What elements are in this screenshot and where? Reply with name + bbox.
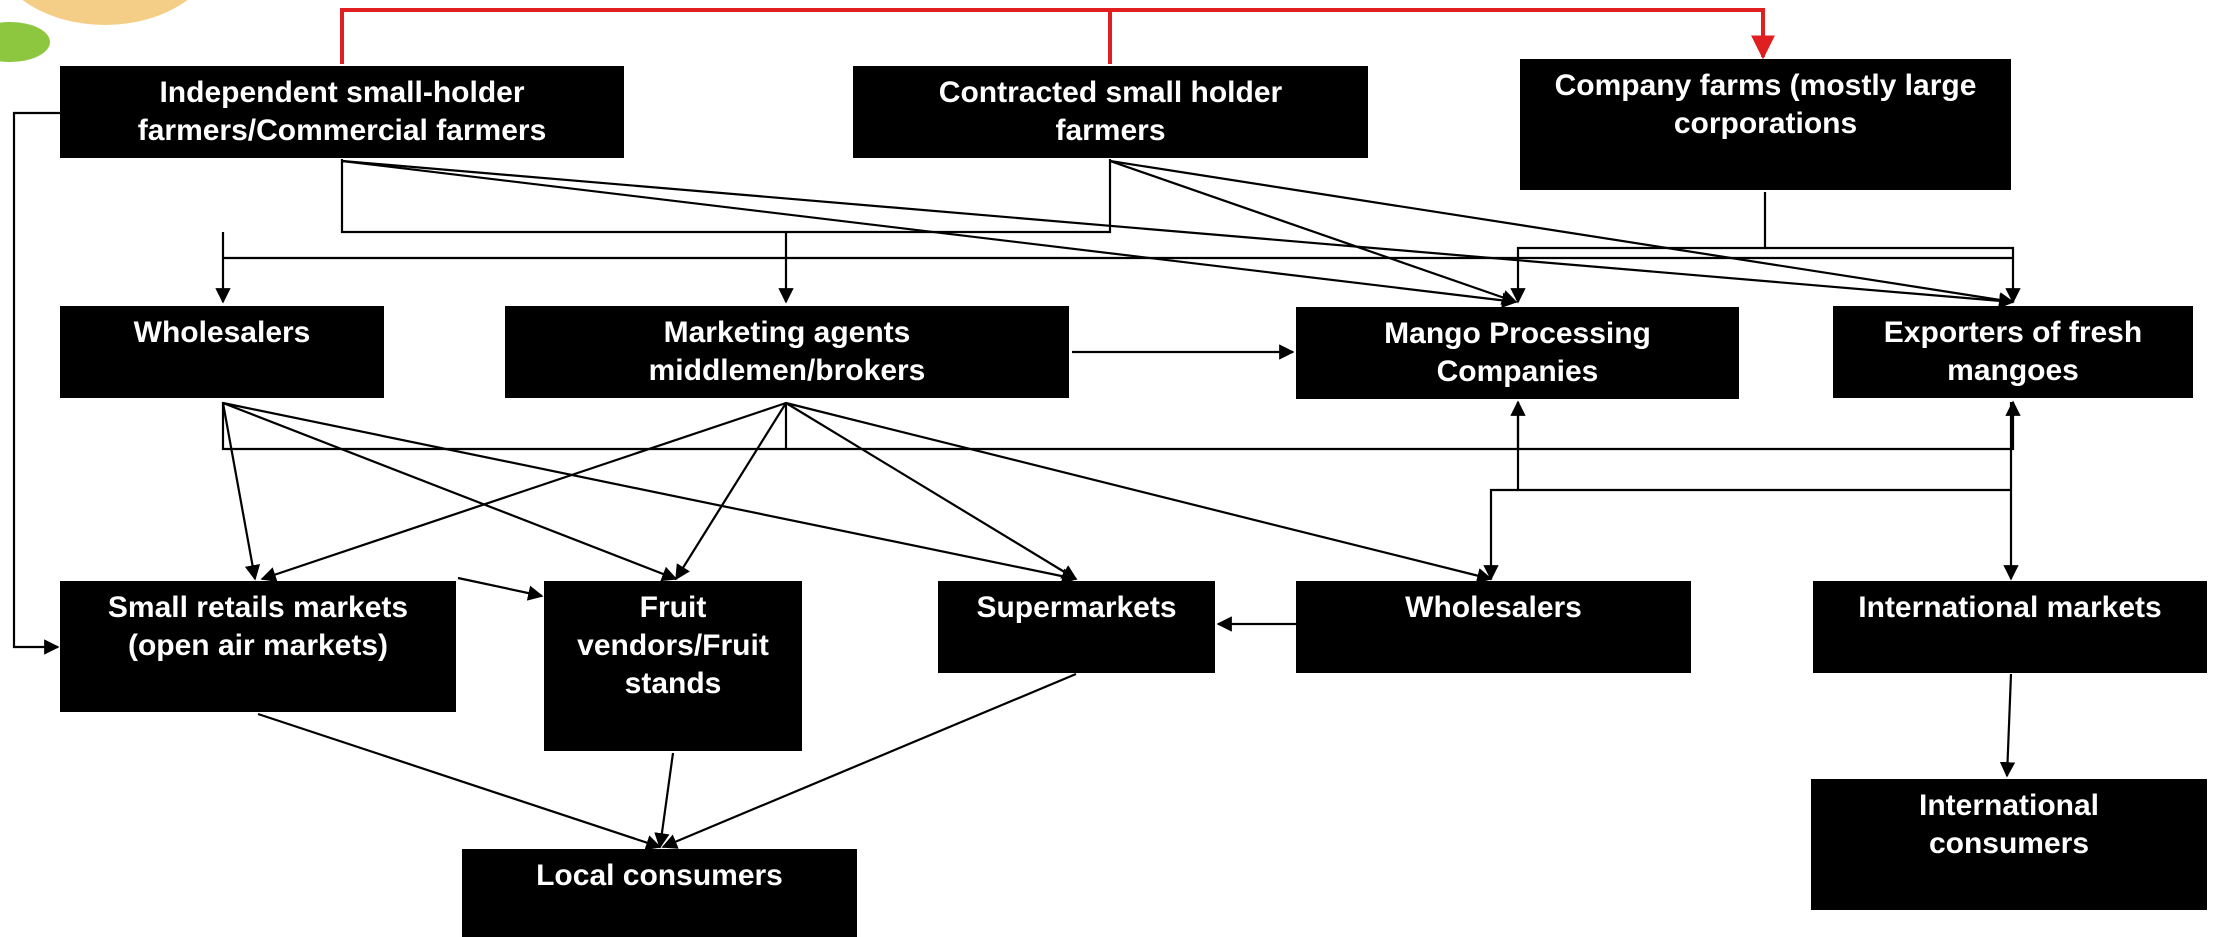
arrow-contracted-to-processing (1109, 159, 1518, 305)
arrow-company-to-exporters (1765, 246, 2021, 304)
node-small-retail-markets: Small retails markets (open air markets) (60, 581, 456, 712)
arrow-fruit-vendors-to-local-consumers (654, 752, 675, 849)
arrow-small-retail-to-local-consumers (257, 712, 662, 850)
arrow-agents-to-wholesalers (785, 401, 1493, 584)
arrow-wholesalers-to-supermarkets (222, 401, 1078, 584)
ownership-connector (340, 8, 1775, 64)
arrow-agents-to-fruit-vendors (675, 402, 787, 581)
arrow-wholesalers-to-fruit-vendors (222, 401, 678, 582)
node-local-consumers: Local consumers (462, 849, 857, 937)
arrow-contracted-to-exporters (1109, 159, 2015, 308)
bus-farmers-to-buyers (340, 159, 1112, 234)
node-wholesalers-top: Wholesalers (60, 306, 384, 398)
node-wholesalers-bottom: Wholesalers (1296, 581, 1691, 673)
arrow-agents-to-small-retail (260, 401, 787, 582)
node-international-consumers: International consumers (1811, 779, 2207, 910)
arrow-independent-to-processing (341, 159, 1518, 308)
node-exporters: Exporters of fresh mangoes (1833, 306, 2193, 398)
node-marketing-agents: Marketing agents middlemen/brokers (505, 306, 1069, 398)
arrow-supermarkets-to-local-consumers (661, 672, 1077, 849)
line-processing-to-downstream (1516, 402, 2011, 492)
node-fruit-vendors: Fruit vendors/Fruit stands (544, 581, 802, 751)
arrow-to-bottom-wholesalers (1483, 488, 1518, 581)
arrow-international-markets-to-consumers (1999, 673, 2016, 778)
node-company-farms: Company farms (mostly large corporations (1520, 59, 2011, 190)
node-international-markets: International markets (1813, 581, 2207, 673)
line-company-farms-fork (1510, 192, 1767, 304)
arrow-independent-to-small-retail (12, 111, 60, 655)
node-mango-processing: Mango Processing Companies (1296, 307, 1739, 399)
arrow-small-retail-to-fruit-vendors (457, 576, 544, 601)
loop-to-processing-exporters (221, 400, 2021, 451)
node-supermarkets: Supermarkets (938, 581, 1215, 673)
node-contracted-farmers: Contracted small holder farmers (853, 66, 1368, 158)
node-independent-farmers: Independent small-holder farmers/Commerc… (60, 66, 624, 158)
arrow-independent-to-exporters (341, 159, 2015, 309)
arrow-wholesalers-to-small-retail (221, 402, 261, 581)
arrow-agents-to-supermarkets (785, 402, 1078, 580)
